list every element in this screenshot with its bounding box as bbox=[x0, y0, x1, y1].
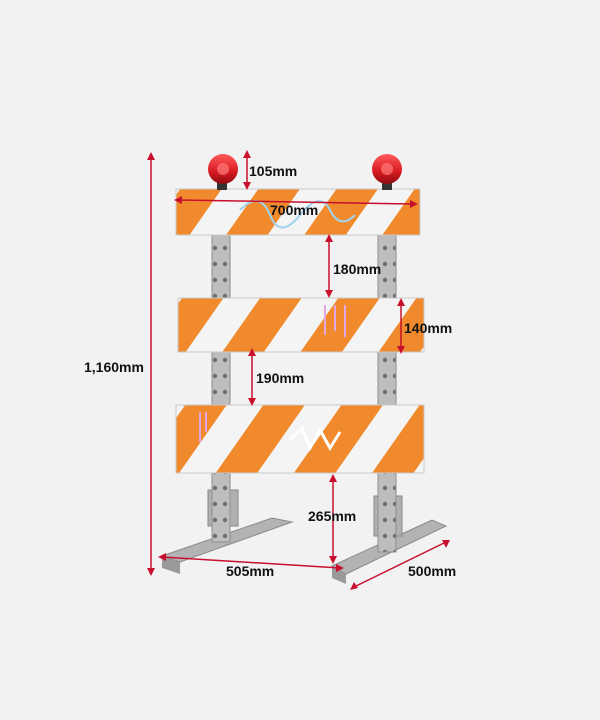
dim-board-width: 700mm bbox=[270, 202, 319, 218]
board-bottom bbox=[175, 404, 425, 474]
lamp-left bbox=[208, 154, 238, 190]
dim-bottom-clearance: 265mm bbox=[308, 508, 357, 524]
dim-gap-lower: 190mm bbox=[256, 370, 305, 386]
dim-gap-upper: 180mm bbox=[333, 261, 382, 277]
warning-lamps bbox=[208, 154, 402, 190]
base-feet bbox=[160, 489, 448, 584]
dim-total-height: 1,160mm bbox=[84, 359, 144, 375]
dim-base-width: 505mm bbox=[226, 563, 275, 579]
board-middle bbox=[177, 297, 425, 353]
board-top bbox=[175, 188, 421, 236]
dimension-lines bbox=[147, 150, 450, 590]
dim-board-height: 140mm bbox=[404, 320, 453, 336]
dim-base-depth: 500mm bbox=[408, 563, 457, 579]
barricade-boards bbox=[175, 188, 425, 474]
dim-light-height: 105mm bbox=[249, 163, 298, 179]
graffiti bbox=[239, 200, 356, 229]
lamp-right bbox=[372, 154, 402, 190]
